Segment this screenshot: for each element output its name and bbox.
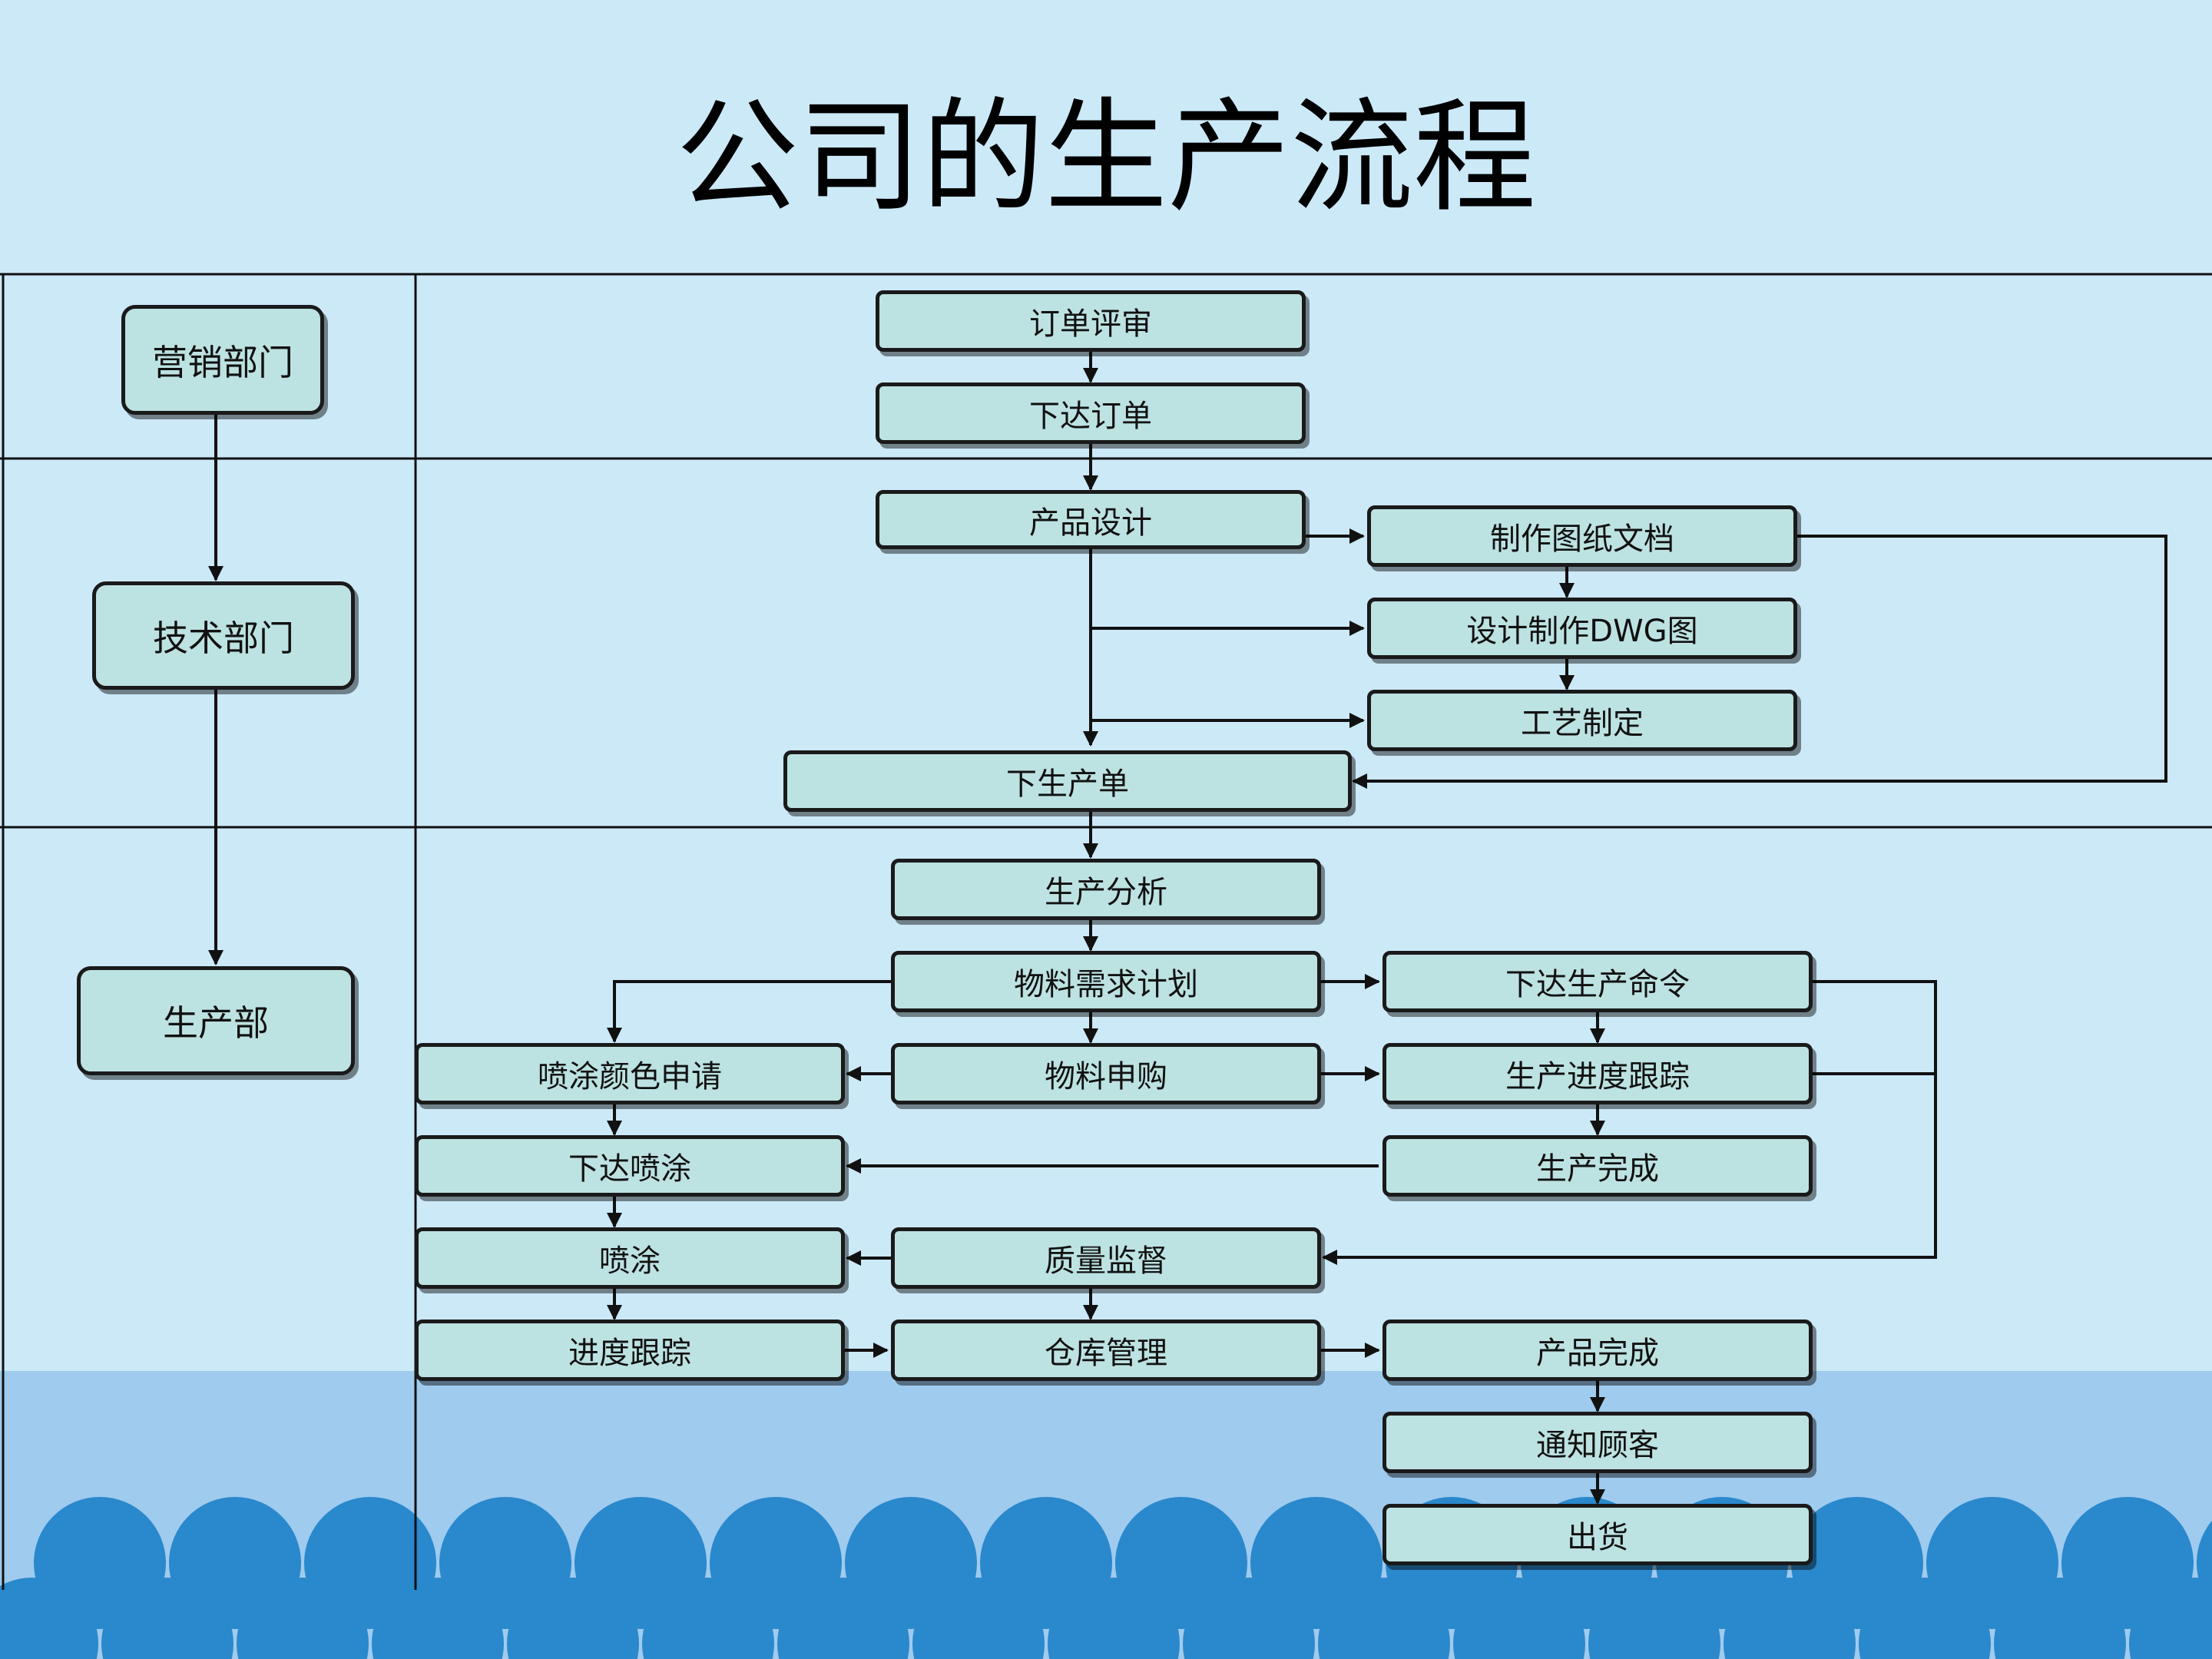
step-quality-supervision: 质量监督 [891, 1227, 1321, 1289]
wave-scallop [1318, 1578, 1450, 1659]
step-order-review: 订单评审 [876, 290, 1306, 352]
arrow-feedback-order [1352, 535, 2167, 789]
step-production-order: 下生产单 [783, 750, 1352, 812]
step-progress-tracking: 进度跟踪 [415, 1320, 845, 1381]
step-progress-tracking-prod: 生产进度跟踪 [1382, 1043, 1813, 1104]
wave-scallop [0, 1578, 98, 1659]
wave-scallop [372, 1578, 504, 1659]
arrow-mrp-paintrequest [607, 980, 891, 1043]
step-production-complete: 生产完成 [1382, 1135, 1813, 1197]
wave-scallop [1588, 1578, 1720, 1659]
wave-scallop [507, 1578, 639, 1659]
step-product-design: 产品设计 [876, 490, 1306, 549]
wave-scallop [642, 1578, 774, 1659]
wave-row-front [0, 1578, 2212, 1659]
step-process-plan: 工艺制定 [1367, 690, 1797, 751]
step-dwg-design: 设计制作DWG图 [1367, 598, 1797, 659]
wave-scallop [101, 1578, 233, 1659]
step-paint-color-request: 喷涂颜色申请 [415, 1043, 845, 1104]
step-notify-customer: 通知顾客 [1382, 1412, 1813, 1473]
step-shipping: 出货 [1382, 1504, 1813, 1565]
wave-scallop [1453, 1578, 1585, 1659]
step-issue-production-cmd: 下达生产命令 [1382, 951, 1813, 1012]
wave-scallop [912, 1578, 1045, 1659]
step-warehouse: 仓库管理 [891, 1320, 1321, 1381]
lane-grid [0, 273, 2212, 1590]
arrow-feedback-quality [1322, 980, 1937, 1265]
wave-scallop [1994, 1578, 2126, 1659]
step-product-complete: 产品完成 [1382, 1320, 1813, 1381]
step-production-analysis: 生产分析 [891, 859, 1321, 920]
step-issue-painting: 下达喷涂 [415, 1135, 845, 1197]
wave-scallop [1048, 1578, 1180, 1659]
page-title: 公司的生产流程 [675, 85, 1536, 229]
wave-scallop [237, 1578, 369, 1659]
step-issue-order: 下达订单 [876, 382, 1306, 444]
wave-scallop [1183, 1578, 1315, 1659]
wave-scallop [1859, 1578, 1991, 1659]
lane-marketing: 营销部门 [121, 305, 324, 415]
lane-tech: 技术部门 [92, 581, 355, 690]
arrows [208, 352, 2167, 1505]
step-make-docs: 制作图纸文档 [1367, 505, 1797, 567]
step-mrp: 物料需求计划 [891, 951, 1321, 1012]
wave-scallop [1724, 1578, 1856, 1659]
wave-scallop [2129, 1578, 2212, 1659]
lane-production: 生产部 [77, 966, 355, 1075]
wave-scallop [777, 1578, 909, 1659]
step-painting: 喷涂 [415, 1227, 845, 1289]
step-material-purchase: 物料申购 [891, 1043, 1321, 1104]
